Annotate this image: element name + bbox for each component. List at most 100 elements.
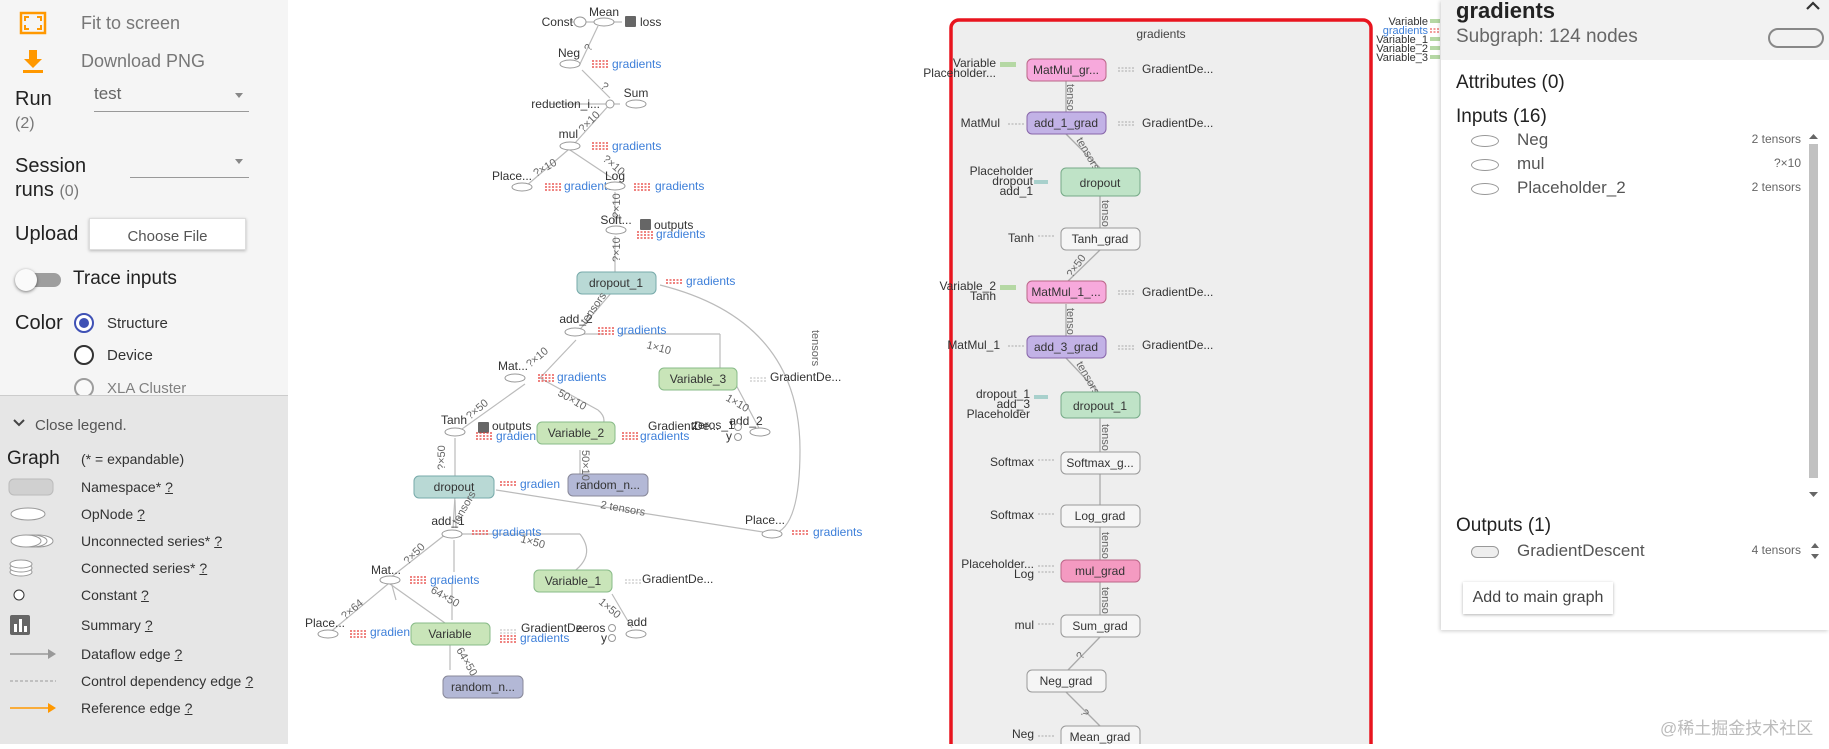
help-link[interactable]: ? (174, 646, 183, 662)
inputs-scrollbar[interactable] (1806, 130, 1821, 502)
fit-to-screen-button[interactable]: Fit to screen (18, 9, 180, 37)
input-item-placeholder-2[interactable]: Placeholder_2 2 tensors (1441, 178, 1801, 200)
help-link[interactable]: ? (245, 673, 254, 689)
variable-node-3[interactable] (658, 367, 738, 391)
gradients-link[interactable]: gradients (1383, 25, 1429, 37)
neg-grad-node[interactable] (1026, 669, 1107, 693)
constant-node[interactable] (734, 423, 742, 431)
trace-inputs-toggle[interactable] (15, 269, 61, 291)
node-label: y (601, 631, 607, 645)
node-label: random_n... (451, 680, 515, 694)
close-legend-button[interactable]: Close legend. (0, 414, 288, 436)
gradients-link[interactable]: gradients (640, 429, 689, 443)
opnode-matmul-1[interactable] (504, 373, 526, 383)
gradients-link[interactable]: gradients (612, 139, 661, 153)
opnode-sum[interactable] (625, 99, 647, 109)
gradients-link[interactable]: gradients (612, 57, 661, 71)
output-item-gradient-descent[interactable]: GradientDescent 4 tensors (1441, 541, 1801, 563)
variable-node[interactable] (410, 622, 491, 646)
edge-node-label: Variable_2 (1376, 43, 1428, 55)
expand-toggle-pill[interactable] (1768, 28, 1824, 48)
opnode-neg[interactable] (559, 59, 581, 69)
help-link[interactable]: ? (199, 560, 208, 576)
node-label: Place... (305, 616, 345, 630)
opnode-mul[interactable] (559, 141, 581, 151)
download-png-button[interactable]: Download PNG (18, 47, 205, 75)
softmax-grad-node[interactable] (1060, 451, 1141, 475)
constant-node[interactable] (605, 99, 615, 109)
chevron-up-icon[interactable] (1805, 0, 1821, 18)
help-link[interactable]: ? (137, 506, 145, 522)
edge-label: tenso (1064, 308, 1076, 335)
opnode-add-1[interactable] (441, 529, 463, 539)
gradients-link[interactable]: gradients (564, 179, 613, 193)
node-label: Tanh_grad (1072, 232, 1129, 246)
edge-node-label: Variable_3 (1376, 52, 1428, 64)
add-to-main-graph-button[interactable]: Add to main graph (1463, 582, 1613, 614)
gradients-link[interactable]: gradients (557, 370, 606, 384)
matmul-1-grad-node[interactable] (1026, 280, 1107, 304)
variable-node-2[interactable] (536, 421, 616, 445)
input-item-neg[interactable]: Neg 2 tensors (1441, 130, 1801, 152)
gradients-link[interactable]: gradients (520, 631, 569, 645)
gradients-link[interactable]: gradien (496, 429, 536, 443)
outputs-scroll-arrows[interactable] (1809, 540, 1821, 567)
gradients-link[interactable]: gradients (686, 274, 735, 288)
sum-grad-node[interactable] (1060, 614, 1141, 638)
run-select[interactable]: test (94, 84, 249, 112)
tanh-grad-node[interactable] (1060, 227, 1141, 251)
control-dependency-marker (1430, 28, 1440, 33)
opnode-add[interactable] (625, 629, 647, 639)
graph-canvas[interactable]: Const Mean loss Neg gradients Sum reduct… (288, 0, 1829, 749)
gradients-link[interactable]: gradients (430, 573, 479, 587)
gradients-link[interactable]: gradien (370, 625, 410, 639)
variable-node-1[interactable] (533, 569, 613, 593)
help-link[interactable]: ? (141, 587, 149, 603)
opnode-tanh[interactable] (444, 427, 466, 437)
opnode-matmul[interactable] (379, 575, 401, 585)
mul-grad-node[interactable] (1060, 559, 1141, 583)
random-normal-node-1[interactable] (567, 473, 649, 497)
matmul-grad-node[interactable] (1026, 58, 1107, 82)
help-link[interactable]: ? (144, 617, 153, 633)
color-radio-structure[interactable] (74, 313, 94, 333)
dropout-1-grad-namespace[interactable] (1060, 391, 1141, 419)
opnode-softmax[interactable] (605, 225, 627, 235)
opnode-mean[interactable] (593, 17, 615, 27)
control-dependency-markers (350, 60, 808, 643)
opnode-placeholder-2[interactable] (761, 529, 783, 539)
dropout-grad-namespace[interactable] (1060, 167, 1141, 197)
gradients-link[interactable]: gradients (656, 227, 705, 241)
namespace-dropout-1[interactable] (576, 271, 657, 295)
gradients-link[interactable]: gradien (520, 477, 560, 491)
random-normal-node[interactable] (442, 675, 524, 699)
namespace-dropout[interactable] (413, 475, 495, 499)
help-link[interactable]: ? (214, 533, 222, 549)
constant-node[interactable] (734, 433, 742, 441)
opnode-add-2b[interactable] (749, 427, 771, 437)
constant-node[interactable] (608, 624, 616, 632)
opnode-placeholder-3[interactable] (317, 629, 339, 639)
constant-node[interactable] (608, 634, 616, 642)
node-input-label: add_3 (997, 397, 1031, 411)
opnode-placeholder[interactable] (511, 182, 533, 192)
choose-file-button[interactable]: Choose File (89, 218, 246, 250)
constant-node[interactable] (573, 16, 587, 28)
control-dependency-edge-icon (8, 670, 58, 692)
help-link[interactable]: ? (165, 479, 173, 495)
add-1-grad-node[interactable] (1026, 111, 1107, 135)
input-stub (1034, 395, 1048, 399)
gradients-subgraph-box[interactable] (949, 18, 1373, 749)
input-item-mul[interactable]: mul ?×10 (1441, 154, 1801, 176)
help-link[interactable]: ? (184, 700, 193, 716)
color-radio-device[interactable] (74, 345, 94, 365)
log-grad-node[interactable] (1060, 504, 1141, 528)
gradients-link[interactable]: gradients (617, 323, 666, 337)
gradients-link[interactable]: gradients (813, 525, 862, 539)
session-runs-select[interactable] (130, 150, 249, 178)
gradients-link[interactable]: gradients (492, 525, 541, 539)
gradients-link[interactable]: gradients (655, 179, 704, 193)
opnode-log[interactable] (604, 181, 626, 191)
add-3-grad-node[interactable] (1026, 335, 1107, 359)
opnode-add-2[interactable] (564, 327, 586, 337)
